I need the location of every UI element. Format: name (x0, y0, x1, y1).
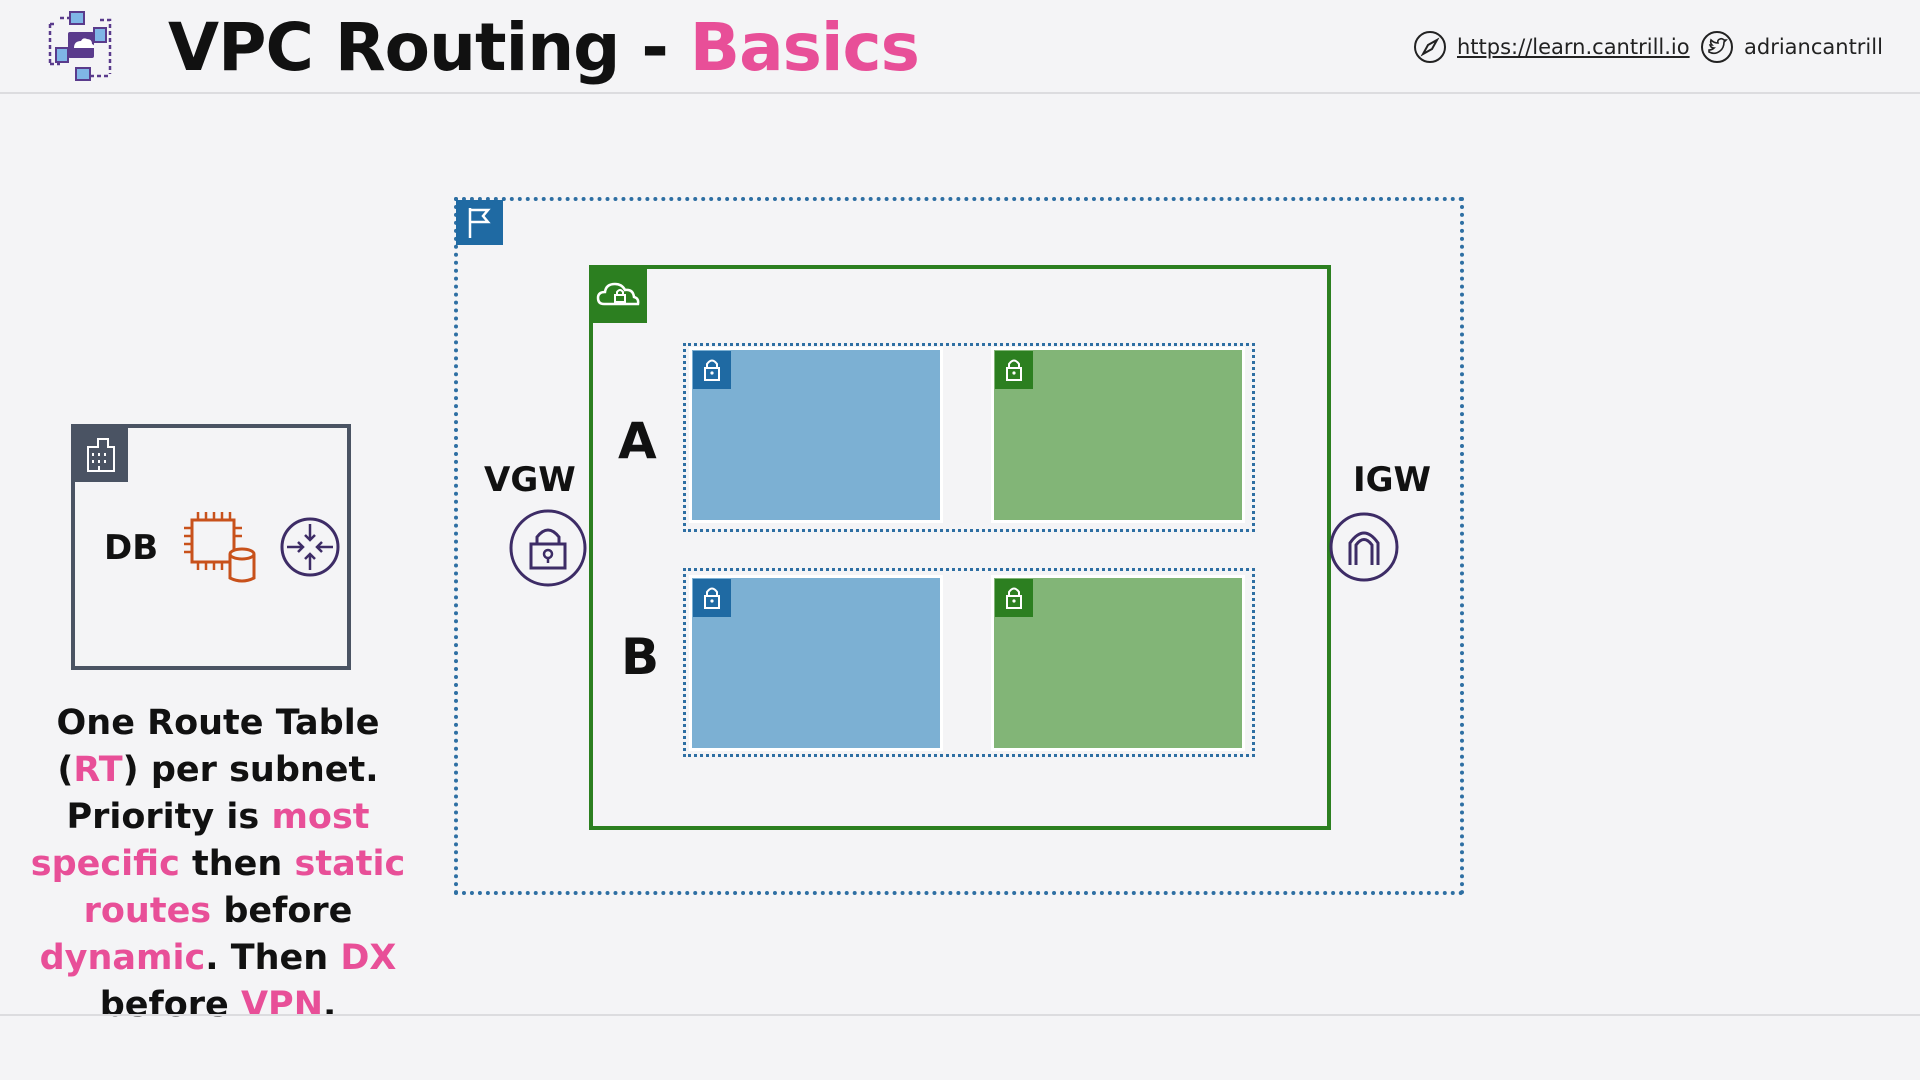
subnet-lock-icon (995, 579, 1033, 617)
igw-label: IGW (1353, 460, 1432, 500)
compass-icon (1414, 31, 1446, 63)
availability-zone-a (683, 343, 1255, 532)
note-highlight: DX (340, 938, 397, 978)
availability-zone-b (683, 568, 1255, 757)
igw-arch-icon (1328, 511, 1400, 583)
public-subnet-b (689, 575, 943, 751)
note-highlight: VPN (240, 985, 323, 1025)
twitter-handle: adriancantrill (1700, 28, 1883, 66)
page-title: VPC Routing - Basics (168, 6, 920, 90)
vgw-label: VGW (484, 460, 576, 500)
note-part: then (179, 844, 295, 884)
note-highlight: most specific (30, 797, 370, 884)
subnet-lock-icon (995, 351, 1033, 389)
note-highlight: static routes (83, 844, 406, 931)
note-part: ) per subnet. Priority is (66, 750, 379, 837)
subnet-lock-icon (693, 579, 731, 617)
twitter-bird-icon (1701, 31, 1733, 63)
aws-region-boundary (454, 197, 1464, 895)
router-icon (279, 516, 341, 578)
note-part: . Then (205, 938, 341, 978)
az-a-label: A (618, 412, 657, 470)
course-link[interactable]: https://learn.cantrill.io (1413, 28, 1690, 66)
region-flag-icon (456, 200, 503, 245)
az-b-label: B (621, 628, 660, 686)
title-main: VPC Routing - (168, 9, 690, 86)
public-subnet-a (689, 347, 943, 523)
vpc-boundary (589, 265, 1331, 830)
course-link-text[interactable]: https://learn.cantrill.io (1457, 35, 1690, 59)
note-part: before (211, 891, 353, 931)
note-part: . (322, 985, 337, 1025)
title-accent: Basics (689, 9, 920, 86)
private-subnet-a (991, 347, 1245, 523)
server-db-icon (180, 508, 258, 586)
note-highlight: RT (73, 750, 123, 790)
footer-divider (0, 1014, 1920, 1016)
subnet-lock-icon (693, 351, 731, 389)
note-part: One Route Table ( (56, 703, 380, 790)
private-subnet-b (991, 575, 1245, 751)
route-priority-note: One Route Table (RT) per subnet. Priorit… (14, 700, 422, 1029)
vgw-lock-icon (508, 508, 588, 588)
network-logo-icon (40, 10, 122, 84)
db-label: DB (104, 528, 159, 568)
note-highlight: dynamic (39, 938, 206, 978)
header-bar (0, 0, 1920, 94)
corporate-building-icon (73, 427, 128, 482)
twitter-handle-text: adriancantrill (1744, 35, 1883, 59)
note-part: before (99, 985, 241, 1025)
vpc-cloud-lock-icon (592, 268, 647, 323)
